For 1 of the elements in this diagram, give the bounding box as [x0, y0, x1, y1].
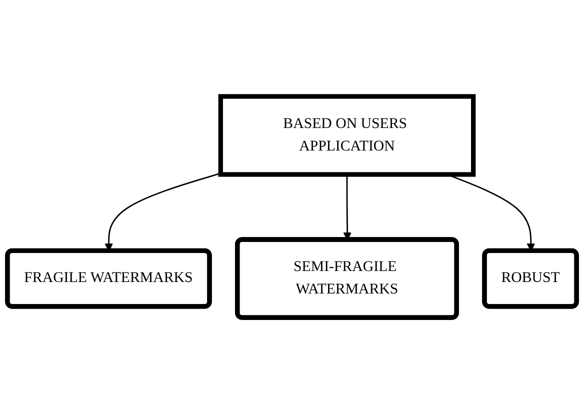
node-box: BASED ON USERS APPLICATION [218, 94, 476, 177]
